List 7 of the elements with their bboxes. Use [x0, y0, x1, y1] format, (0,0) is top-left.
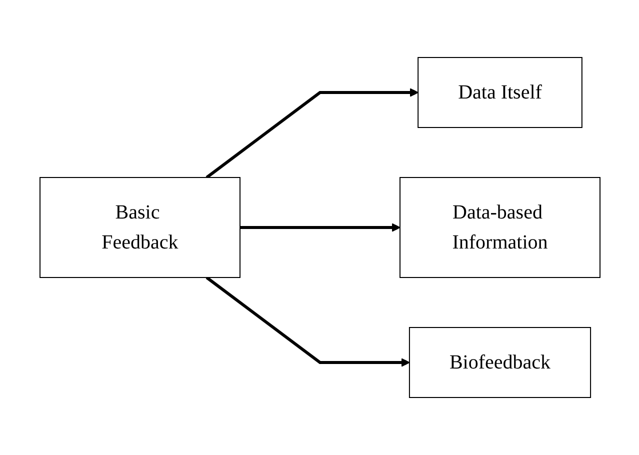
node-box: Basic Feedback: [39, 177, 240, 278]
arrow: [240, 223, 400, 232]
arrow: [205, 88, 418, 179]
node-box: Data-based Information: [399, 177, 600, 278]
node-box: Biofeedback: [408, 327, 591, 398]
arrow: [205, 276, 410, 367]
node-box: Data Itself: [417, 57, 582, 128]
